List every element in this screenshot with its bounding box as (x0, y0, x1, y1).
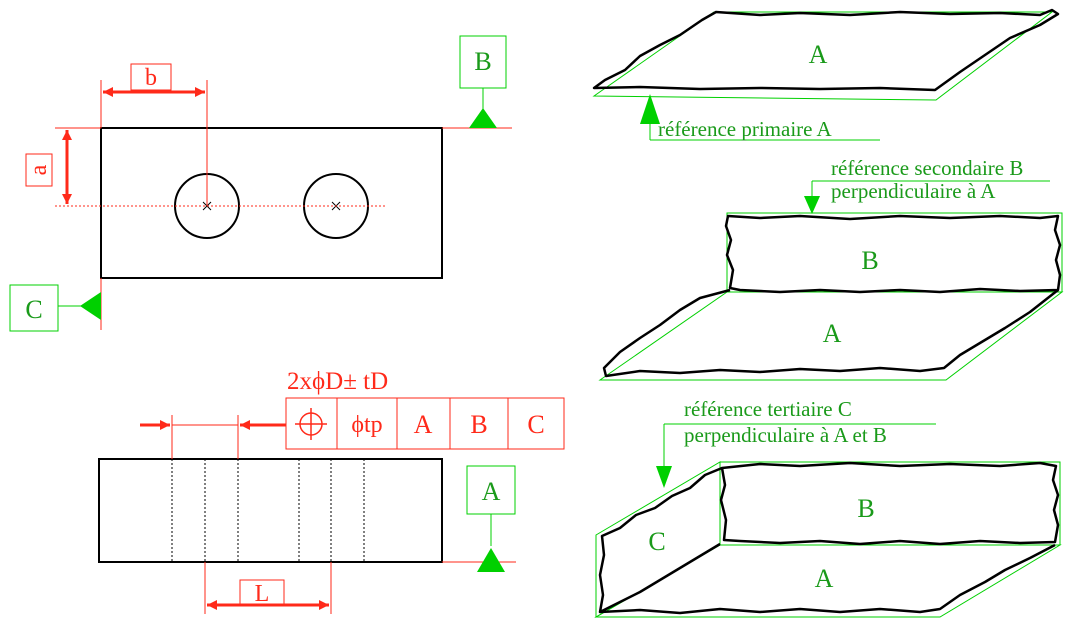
real-surface-c (598, 466, 723, 614)
frame-tolerance: ϕtp (351, 412, 382, 438)
datum-plane-a2-ideal (598, 291, 1064, 381)
datum-c-label: C (25, 295, 42, 324)
datum-plane-b-ideal (726, 212, 1063, 293)
datum-tertiary-diagram: référence tertiaire C perpendiculaire à … (594, 397, 1062, 618)
plane-c-label: C (648, 527, 665, 556)
dimension-b: b (100, 63, 208, 206)
datum-plane-a-ideal (592, 11, 1054, 101)
datum-c-symbol: C (9, 278, 102, 332)
real-surface-b (724, 214, 1062, 294)
datum-a-symbol: A (442, 465, 516, 572)
dimension-a: a (25, 127, 101, 204)
secondary-note-line2: perpendiculaire à A (831, 179, 996, 203)
primary-note: référence primaire A (658, 117, 833, 141)
plane-a2-label: A (823, 319, 842, 348)
secondary-note-line1: référence secondaire B (831, 156, 1023, 180)
datum-b-symbol: B (442, 35, 512, 129)
frame-datum-c: C (527, 410, 544, 439)
tertiary-note-line1: référence tertiaire C (684, 397, 852, 421)
plane-b-label: B (861, 246, 878, 275)
hole-callout: 2xϕD± tD (287, 368, 388, 395)
tertiary-note-line2: perpendiculaire à A et B (684, 423, 887, 447)
real-surface-a3 (599, 543, 1056, 615)
real-surface-a2 (602, 288, 1059, 378)
datum-a-label: A (482, 477, 501, 506)
plate-outline-top (100, 127, 443, 279)
plane-b3-label: B (857, 494, 874, 523)
dimension-l-label: L (255, 581, 270, 607)
dimension-a-label: a (26, 164, 52, 175)
top-view: a b B C (9, 35, 512, 332)
dimension-l: L (204, 562, 332, 614)
hole-hidden-lines (171, 459, 365, 562)
plane-a3-label: A (815, 564, 834, 593)
position-tolerance-icon (295, 408, 327, 440)
plane-a-label: A (809, 40, 828, 69)
frame-datum-b: B (470, 410, 487, 439)
real-surface-a (592, 8, 1060, 92)
diameter-dimension (140, 415, 286, 459)
feature-control-frame: ϕtp A B C (285, 397, 565, 450)
datum-secondary-diagram: référence secondaire B perpendiculaire à… (598, 156, 1064, 381)
front-view: 2xϕD± tD ϕtp A B C A (98, 368, 565, 614)
plate-outline-front (98, 458, 443, 563)
dimension-b-label: b (145, 65, 157, 91)
frame-datum-a: A (414, 410, 433, 439)
datum-b-label: B (474, 47, 491, 76)
datum-plane-b3-ideal (719, 461, 1061, 546)
datum-primary-diagram: A référence primaire A (592, 8, 1060, 141)
real-surface-b3 (719, 461, 1060, 546)
